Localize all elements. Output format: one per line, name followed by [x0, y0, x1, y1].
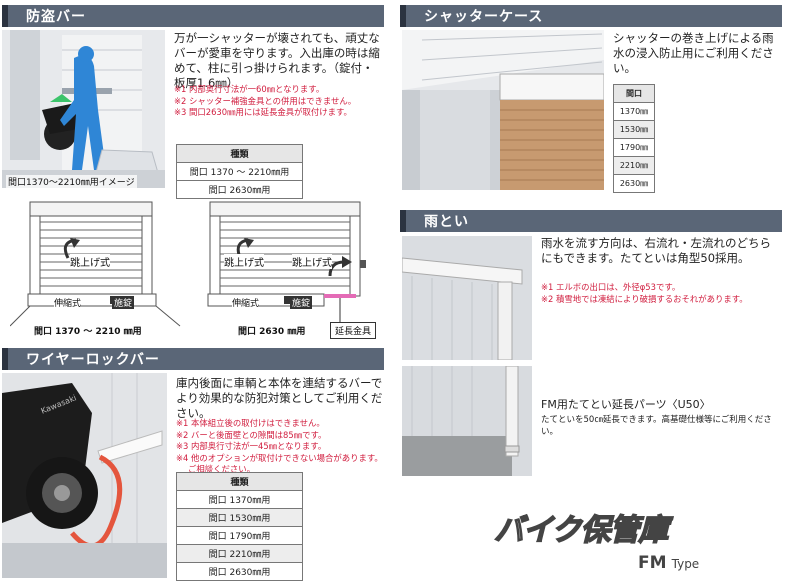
anti-theft-title: 防盗バー	[26, 9, 86, 25]
anti-theft-photo-caption: 間口1370〜2210㎜用イメージ	[6, 175, 137, 188]
header-mark	[400, 5, 406, 27]
wire-lock-note-2: ※2 バーと後面壁との隙間は85㎜です。	[176, 429, 327, 440]
diagram-right-lock-label: 施錠	[290, 296, 313, 309]
product-name: バイク保管庫	[493, 512, 669, 549]
anti-theft-table-header: 種類	[176, 144, 303, 163]
shutter-case-table-row: 2210㎜	[613, 156, 655, 175]
anti-theft-notes: ※1 内部奥行寸法が一60㎜となります。 ※2 シャッター補強金具との併用はでき…	[174, 84, 384, 119]
header-mark	[2, 5, 8, 27]
wire-lock-table-row: 間口 2210㎜用	[176, 544, 303, 563]
wire-lock-note-1: ※1 本体組立後の取付けはできません。	[176, 418, 325, 428]
wire-lock-table-row: 間口 2630㎜用	[176, 562, 303, 581]
wire-lock-note-4b: ご相談ください。	[188, 464, 255, 474]
diagram-left-caption: 間口 1370 ～ 2210 ㎜用	[34, 327, 142, 337]
shutter-case-table-row: 1530㎜	[613, 120, 655, 139]
gutter-title: 雨とい	[424, 214, 469, 230]
type-main: FM	[638, 553, 667, 573]
gutter-description: 雨水を流す方向は、右流れ・左流れのどちらにもできます。たてといは角型50採用。	[541, 236, 771, 265]
gutter-note-2: ※2 積雪地では凍結により破損するおそれがあります。	[541, 293, 748, 304]
diagram-left-extend-label: 伸縮式	[54, 296, 82, 309]
wire-lock-table-row: 間口 1370㎜用	[176, 490, 303, 509]
shutter-case-photo	[402, 30, 604, 190]
anti-theft-diagram-right	[200, 198, 380, 340]
diagram-left-lock-label: 施錠	[112, 296, 135, 309]
type-label: FM Type	[638, 553, 699, 573]
diagram-right-extend-label: 伸縮式	[232, 296, 260, 309]
anti-theft-table: 種類 間口 1370 ～ 2210㎜用 間口 2630㎜用	[176, 144, 303, 199]
gutter-extension-title: FM用たてとい延長パーツ〈U50〉	[541, 398, 711, 411]
wire-lock-table-row: 間口 1790㎜用	[176, 526, 303, 545]
anti-theft-photo	[2, 30, 165, 188]
anti-theft-note-3: ※3 間口2630㎜用には延長金具が取付けます。	[174, 107, 352, 117]
header-mark	[2, 348, 8, 370]
anti-theft-table-row: 間口 2630㎜用	[176, 180, 303, 199]
anti-theft-description: 万が一シャッターが壊されても、頑丈なバーが愛車を守ります。入出庫の時は縮めて、柱…	[174, 31, 380, 90]
diagram-right-jump-label-2: 跳上げ式	[292, 254, 332, 269]
shutter-case-table-header: 間口	[613, 84, 655, 103]
gutter-extension-text: たてといを50㎝延長できます。高基礎仕様等にご利用ください。	[541, 415, 772, 437]
anti-theft-note-1: ※1 内部奥行寸法が一60㎜となります。	[174, 84, 325, 94]
anti-theft-header: 防盗バー	[2, 5, 384, 27]
wire-lock-title: ワイヤーロックバー	[26, 352, 160, 368]
gutter-photo-bottom	[402, 366, 532, 476]
wire-lock-description: 庫内後面に車輌と本体を連結するバーでより効果的な防犯対策としてご利用ください。	[176, 376, 383, 420]
wire-lock-table-row: 間口 1530㎜用	[176, 508, 303, 527]
header-mark	[400, 210, 406, 232]
diagram-right-jump-label-1: 跳上げ式	[224, 254, 264, 269]
wire-lock-note-4: ※4 他のオプションが取付けできない場合があります。	[176, 452, 383, 463]
wire-lock-table-header: 種類	[176, 472, 303, 491]
shutter-case-description: シャッターの巻き上げによる雨水の浸入防止用にご利用ください。	[613, 31, 774, 75]
shutter-case-table-row: 2630㎜	[613, 174, 655, 193]
wire-lock-notes: ※1 本体組立後の取付けはできません。 ※2 バーと後面壁との隙間は85㎜です。…	[176, 418, 386, 476]
anti-theft-table-row: 間口 1370 ～ 2210㎜用	[176, 162, 303, 181]
wire-lock-note-3: ※3 内部奥行寸法が一45㎜となります。	[176, 441, 327, 451]
gutter-notes: ※1 エルボの出口は、外径φ53です。 ※2 積雪地では凍結により破損するおそれ…	[541, 282, 781, 305]
diagram-left-jump-label: 跳上げ式	[70, 254, 110, 269]
gutter-note-1: ※1 エルボの出口は、外径φ53です。	[541, 282, 681, 292]
extension-bracket-callout: 延長金具	[330, 322, 377, 339]
shutter-case-header: シャッターケース	[400, 5, 782, 27]
shutter-case-title: シャッターケース	[424, 9, 544, 25]
wire-lock-header: ワイヤーロックバー	[2, 348, 384, 370]
gutter-photo-top	[402, 236, 532, 360]
wire-lock-table: 種類 間口 1370㎜用 間口 1530㎜用 間口 1790㎜用 間口 2210…	[176, 472, 303, 581]
anti-theft-note-2: ※2 シャッター補強金具との併用はできません。	[174, 95, 357, 106]
anti-theft-diagram-left	[10, 198, 185, 340]
type-sub: Type	[671, 557, 700, 571]
shutter-case-table-row: 1370㎜	[613, 102, 655, 121]
wire-lock-photo	[2, 373, 167, 578]
gutter-header: 雨とい	[400, 210, 782, 232]
diagram-right-caption: 間口 2630 ㎜用	[238, 327, 306, 337]
shutter-case-table-row: 1790㎜	[613, 138, 655, 157]
shutter-case-table: 間口 1370㎜ 1530㎜ 1790㎜ 2210㎜ 2630㎜	[613, 84, 655, 193]
